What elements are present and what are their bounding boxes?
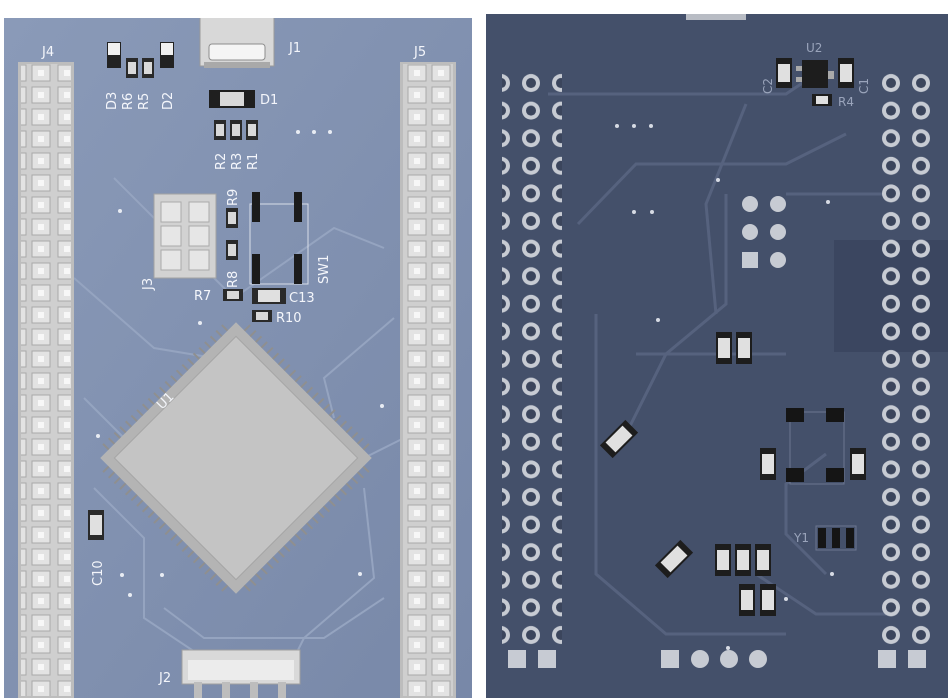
smd-capacitor-back-5-icon bbox=[715, 544, 776, 616]
smd-capacitor-c10-icon bbox=[88, 510, 104, 540]
d2-label: D2 bbox=[161, 92, 176, 110]
d1-label: D1 bbox=[260, 93, 278, 108]
r1-label: R1 bbox=[246, 153, 261, 170]
back-left-pin-array bbox=[502, 70, 562, 650]
pcb-front-svg: J4 J5 J1 D3 R6 bbox=[4, 18, 472, 698]
smd-resistor-r10-icon bbox=[252, 310, 272, 322]
sw1-label: SW1 bbox=[317, 255, 332, 284]
smd-capacitor-c13-icon bbox=[252, 288, 286, 304]
back-square-pads bbox=[508, 650, 926, 668]
r2-label: R2 bbox=[214, 153, 229, 170]
back-usb-edge bbox=[686, 14, 746, 20]
r6-label: R6 bbox=[121, 93, 136, 110]
pcb-back-svg: U2 C2 C1 R4 bbox=[486, 14, 948, 698]
smd-resistor-r9-icon bbox=[226, 208, 238, 228]
j2-label: J2 bbox=[158, 671, 171, 686]
voltage-regulator-u2-icon bbox=[796, 60, 834, 88]
back-bottom-pads bbox=[691, 650, 767, 668]
smd-resistor-r8-icon bbox=[226, 240, 238, 260]
r4-label: R4 bbox=[838, 95, 854, 109]
smd-capacitor-back-3-icon bbox=[654, 539, 694, 579]
smd-capacitor-back-4-icon bbox=[760, 448, 866, 480]
c2-label: C2 bbox=[761, 78, 775, 94]
j3-label: J3 bbox=[141, 278, 156, 291]
smd-resistor-r3-icon bbox=[230, 120, 242, 140]
r8-label: R8 bbox=[226, 271, 241, 288]
j4-pin-header bbox=[18, 62, 74, 698]
c10-label: C10 bbox=[91, 560, 106, 586]
back-right-pin-array bbox=[872, 70, 932, 650]
back-vias bbox=[615, 124, 834, 650]
c13-label: C13 bbox=[289, 291, 315, 306]
j1-label: J1 bbox=[288, 41, 301, 56]
smd-capacitor-c1-icon bbox=[838, 58, 854, 88]
led-d2-icon bbox=[160, 42, 174, 68]
y1-label: Y1 bbox=[793, 531, 809, 545]
u2-label: U2 bbox=[806, 41, 822, 55]
tactile-switch-sw1-icon bbox=[249, 192, 309, 285]
j5-label: J5 bbox=[413, 45, 426, 60]
pcb-front-view: J4 J5 J1 D3 R6 bbox=[4, 18, 472, 698]
j5-pin-header bbox=[400, 62, 456, 698]
crystal-footprint-icon bbox=[786, 408, 845, 485]
led-d3-icon bbox=[107, 42, 121, 68]
d3-label: D3 bbox=[105, 92, 120, 110]
smd-resistor-r7-icon bbox=[223, 289, 243, 301]
j3-pin-header bbox=[153, 193, 217, 279]
c1-label: C1 bbox=[857, 78, 871, 94]
r7-label: R7 bbox=[194, 289, 211, 304]
r10-label: R10 bbox=[276, 311, 302, 326]
j4-label: J4 bbox=[41, 45, 54, 60]
smd-resistor-r1-icon bbox=[246, 120, 258, 140]
crystal-y1-icon bbox=[815, 525, 857, 551]
smd-capacitor-back-2-icon bbox=[599, 419, 639, 459]
r3-label: R3 bbox=[230, 153, 245, 170]
smd-resistor-r5-icon bbox=[142, 58, 154, 78]
smd-capacitor-c2-icon bbox=[776, 58, 792, 88]
led-d1-icon bbox=[209, 90, 255, 108]
smd-resistor-r4-icon bbox=[812, 94, 832, 106]
smd-resistor-r6-icon bbox=[126, 58, 138, 78]
smd-capacitor-back-1-icon bbox=[716, 332, 752, 364]
r5-label: R5 bbox=[137, 93, 152, 110]
j2-connector-icon bbox=[181, 649, 301, 698]
usb-connector-icon bbox=[199, 18, 275, 68]
back-j3-pads bbox=[742, 196, 786, 268]
pcb-back-view: U2 C2 C1 R4 bbox=[486, 14, 948, 698]
smd-resistor-r2-icon bbox=[214, 120, 226, 140]
r9-label: R9 bbox=[226, 189, 241, 206]
